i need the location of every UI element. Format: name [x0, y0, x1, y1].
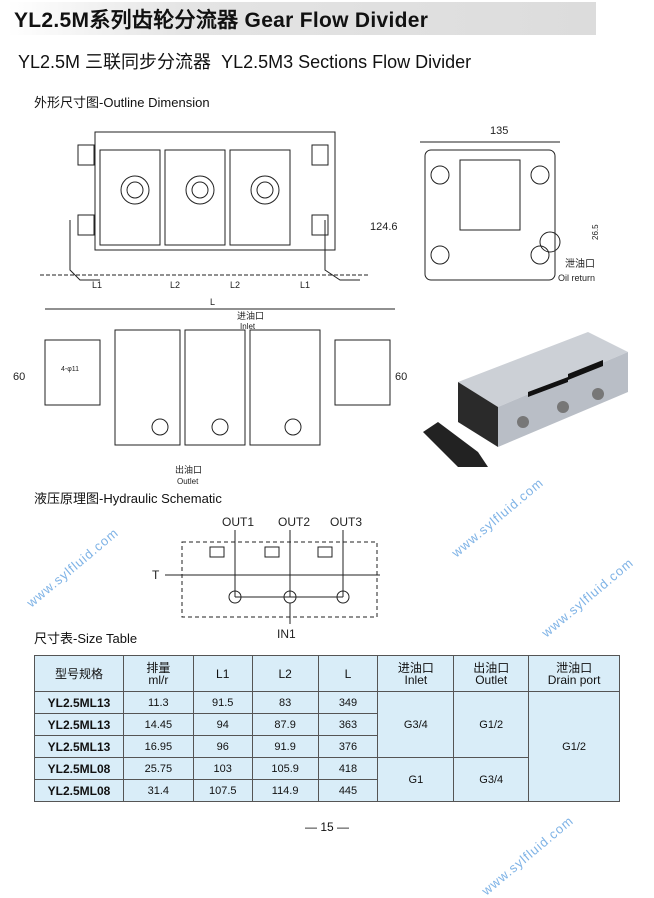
oil-return-en: Oil return — [558, 273, 595, 283]
section-schematic-label: 液压原理图-Hydraulic Schematic — [34, 491, 222, 506]
cell-l2: 114.9 — [251, 779, 319, 802]
cell-l2: 83 — [251, 691, 319, 714]
outlet-en: Outlet — [177, 477, 199, 486]
cell-inlet: G3/4 — [377, 691, 455, 758]
header-model: 型号规格 — [34, 655, 124, 692]
watermark: www.sylfluid.com — [23, 524, 122, 611]
cell-l: 376 — [317, 735, 379, 758]
page-number: — 15 — — [304, 820, 349, 834]
subtitle-en: YL2.5M3 Sections Flow Divider — [221, 52, 472, 72]
cell-l: 363 — [317, 713, 379, 736]
header-l1: L1 — [192, 655, 253, 692]
top-view-drawing: L1 L2 L2 L1 — [40, 131, 370, 290]
cell-l: 349 — [317, 691, 379, 714]
watermark: www.sylfluid.com — [448, 474, 547, 561]
outlet-cn: 出油口 — [175, 464, 202, 475]
dim-60-right: 60 — [395, 371, 407, 383]
dim-l1: L1 — [92, 280, 102, 290]
inlet-cn: 进油口 — [237, 310, 264, 321]
cell-disp: 16.95 — [122, 735, 194, 758]
section-size-table-label: 尺寸表-Size Table — [34, 631, 138, 646]
cell-outlet: G3/4 — [453, 757, 530, 802]
end-view-drawing: 135 124.6 26.5 泄油口 Oil return — [370, 125, 600, 283]
title-bar — [8, 2, 596, 35]
hydraulic-schematic: OUT1 OUT2 OUT3 T IN1 — [152, 515, 380, 641]
subtitle-cn: YL2.5M 三联同步分流器 — [18, 52, 212, 72]
dim-60-left: 60 — [13, 371, 25, 383]
cell-disp: 11.3 — [122, 691, 194, 714]
label-t: T — [152, 568, 160, 582]
oil-return-cn: 泄油口 — [565, 257, 595, 270]
cell-model: YL2.5ML13 — [34, 735, 124, 758]
header-l: L — [317, 655, 379, 692]
section-outline-label: 外形尺寸图-Outline Dimension — [34, 95, 210, 110]
cell-model: YL2.5ML13 — [34, 713, 124, 736]
cell-l1: 94 — [192, 713, 253, 736]
cell-l: 445 — [317, 779, 379, 802]
cell-outlet: G1/2 — [453, 691, 530, 758]
subtitle: YL2.5M 三联同步分流器 YL2.5M3 Sections Flow Div… — [18, 48, 471, 74]
front-view-drawing: L 进油口 Inlet 4-φ11 60 60 出油口 Outlet — [13, 297, 407, 486]
cell-l1: 103 — [192, 757, 253, 780]
dim-l1b: L1 — [300, 280, 310, 290]
header-l2: L2 — [251, 655, 319, 692]
cell-disp: 14.45 — [122, 713, 194, 736]
page-title: YL2.5M系列齿轮分流器 Gear Flow Divider — [14, 9, 429, 32]
label-out1: OUT1 — [222, 515, 254, 529]
cell-l2: 91.9 — [251, 735, 319, 758]
cell-l2: 105.9 — [251, 757, 319, 780]
dim-l2: L2 — [170, 280, 180, 290]
watermark: www.sylfluid.com — [538, 554, 637, 641]
label-out3: OUT3 — [330, 515, 362, 529]
cell-model: YL2.5ML08 — [34, 757, 124, 780]
dim-height: 124.6 — [370, 221, 398, 233]
cell-l1: 96 — [192, 735, 253, 758]
cell-disp: 31.4 — [122, 779, 194, 802]
cell-model: YL2.5ML08 — [34, 779, 124, 802]
dim-l: L — [210, 297, 215, 307]
cell-model: YL2.5ML13 — [34, 691, 124, 714]
label-in1: IN1 — [277, 627, 296, 641]
cell-l1: 107.5 — [192, 779, 253, 802]
product-photo — [423, 332, 628, 467]
cell-drain: G1/2 — [528, 691, 620, 802]
cell-disp: 25.75 — [122, 757, 194, 780]
dim-l2b: L2 — [230, 280, 240, 290]
dim-width: 135 — [490, 125, 508, 137]
inlet-en: Inlet — [240, 322, 256, 331]
cell-l: 418 — [317, 757, 379, 780]
bolt-label: 4-φ11 — [61, 366, 79, 373]
cell-l2: 87.9 — [251, 713, 319, 736]
label-out2: OUT2 — [278, 515, 310, 529]
dim-drain: 26.5 — [591, 224, 600, 240]
cell-inlet: G1 — [377, 757, 455, 802]
cell-l1: 91.5 — [192, 691, 253, 714]
